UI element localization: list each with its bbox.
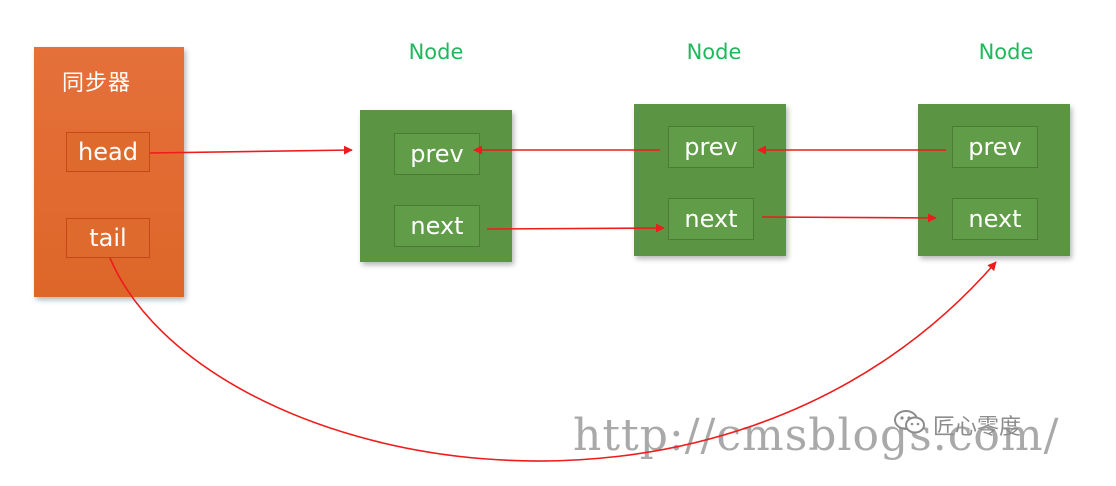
node-3-label: Node: [978, 40, 1034, 64]
node-2-next-field: next: [668, 198, 754, 240]
node-1-label: Node: [408, 40, 464, 64]
node-1-prev-field: prev: [394, 133, 480, 175]
node-2-prev-field: prev: [668, 126, 754, 168]
node-1-next-to-node-2-arrow: [486, 223, 665, 233]
tail-field: tail: [66, 218, 150, 258]
node-1-next-field: next: [394, 205, 480, 247]
node-1: prev next: [360, 110, 512, 262]
node-2-label: Node: [686, 40, 742, 64]
head-to-node-1-arrow: [149, 145, 353, 155]
node-3-next-field: next: [952, 198, 1038, 240]
synchronizer-box: 同步器 head tail: [34, 47, 184, 297]
node-3-prev-field: prev: [952, 126, 1038, 168]
synchronizer-title: 同步器: [62, 71, 132, 96]
watermark-brand-text: 匠心零度: [933, 415, 1022, 440]
node-2-next-to-node-3-arrow: [761, 213, 937, 223]
node-3: prev next: [918, 104, 1070, 256]
watermark-url: http://cmsblogs.com/: [573, 410, 1060, 461]
head-field: head: [66, 132, 150, 172]
wechat-icon: [893, 408, 927, 442]
tail-to-node-3-arrow: [109, 257, 997, 462]
watermark-brand: 匠心零度: [893, 408, 1021, 442]
